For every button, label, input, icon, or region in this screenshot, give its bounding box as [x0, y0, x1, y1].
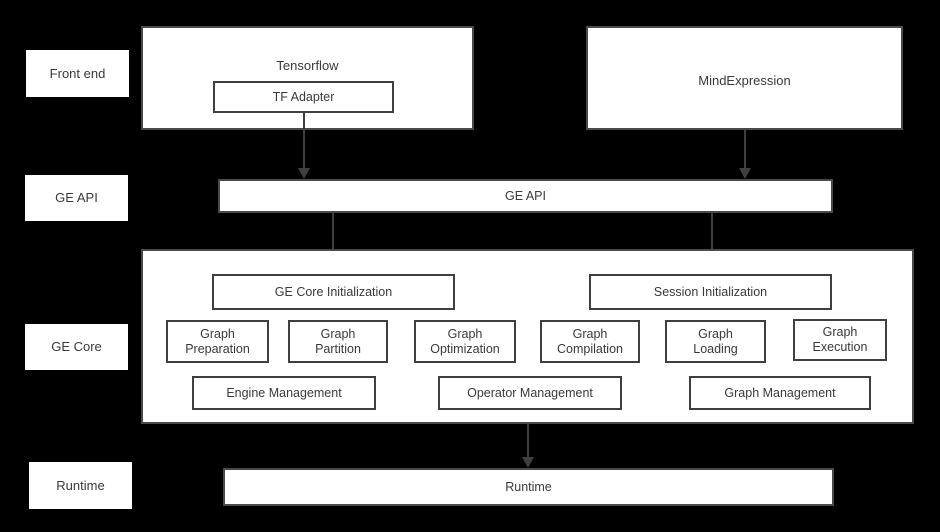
graph-execution-node[interactable]: Graph Execution [793, 319, 887, 361]
graph-compilation-label: Graph Compilation [556, 326, 623, 356]
ge-api-bar[interactable]: GE API [218, 179, 833, 213]
runtime-bar[interactable]: Runtime [223, 468, 834, 506]
graph-optimization-label: Graph Optimization [430, 326, 500, 356]
layer-label-runtime: Runtime [29, 462, 132, 509]
ge-api-bar-label: GE API [505, 188, 546, 203]
tf-adapter-label: TF Adapter [272, 89, 335, 104]
graph-loading-label: Graph Loading [693, 326, 738, 356]
tf-adapter-connector-stub [303, 113, 305, 126]
graph-execution-label: Graph Execution [812, 325, 868, 354]
graph-loading-node[interactable]: Graph Loading [665, 320, 766, 363]
operator-management-node[interactable]: Operator Management [438, 376, 622, 410]
operator-management-label: Operator Management [467, 385, 593, 400]
graph-optimization-node[interactable]: Graph Optimization [414, 320, 516, 363]
graph-management-label: Graph Management [724, 385, 836, 400]
tensorflow-title: Tensorflow [276, 58, 339, 73]
tf-adapter-node[interactable]: TF Adapter [213, 81, 394, 113]
session-initialization-label: Session Initialization [653, 284, 768, 299]
tensorflow-group: Tensorflow [141, 26, 474, 130]
session-initialization-node[interactable]: Session Initialization [589, 274, 832, 310]
graph-compilation-node[interactable]: Graph Compilation [540, 320, 640, 363]
graph-partition-node[interactable]: Graph Partition [288, 320, 388, 363]
runtime-bar-label: Runtime [505, 479, 552, 494]
ge-core-initialization-label: GE Core Initialization [274, 284, 393, 299]
layer-label-runtime-text: Runtime [56, 477, 105, 493]
mindexpression-title: MindExpression [698, 73, 791, 88]
engine-management-node[interactable]: Engine Management [192, 376, 376, 410]
ge-core-initialization-node[interactable]: GE Core Initialization [212, 274, 455, 310]
graph-management-node[interactable]: Graph Management [689, 376, 871, 410]
layer-label-ge-api-text: GE API [55, 190, 98, 206]
graph-preparation-node[interactable]: Graph Preparation [166, 320, 269, 363]
graph-partition-label: Graph Partition [315, 326, 361, 356]
layer-label-ge-core: GE Core [25, 324, 128, 370]
mindexpression-group: MindExpression [586, 26, 903, 130]
graph-preparation-label: Graph Preparation [185, 326, 250, 356]
layer-label-ge-core-text: GE Core [51, 339, 102, 355]
engine-management-label: Engine Management [226, 385, 342, 400]
layer-label-front-end-text: Front end [49, 65, 106, 81]
layer-label-ge-api: GE API [25, 175, 128, 221]
layer-label-front-end: Front end [26, 50, 129, 97]
